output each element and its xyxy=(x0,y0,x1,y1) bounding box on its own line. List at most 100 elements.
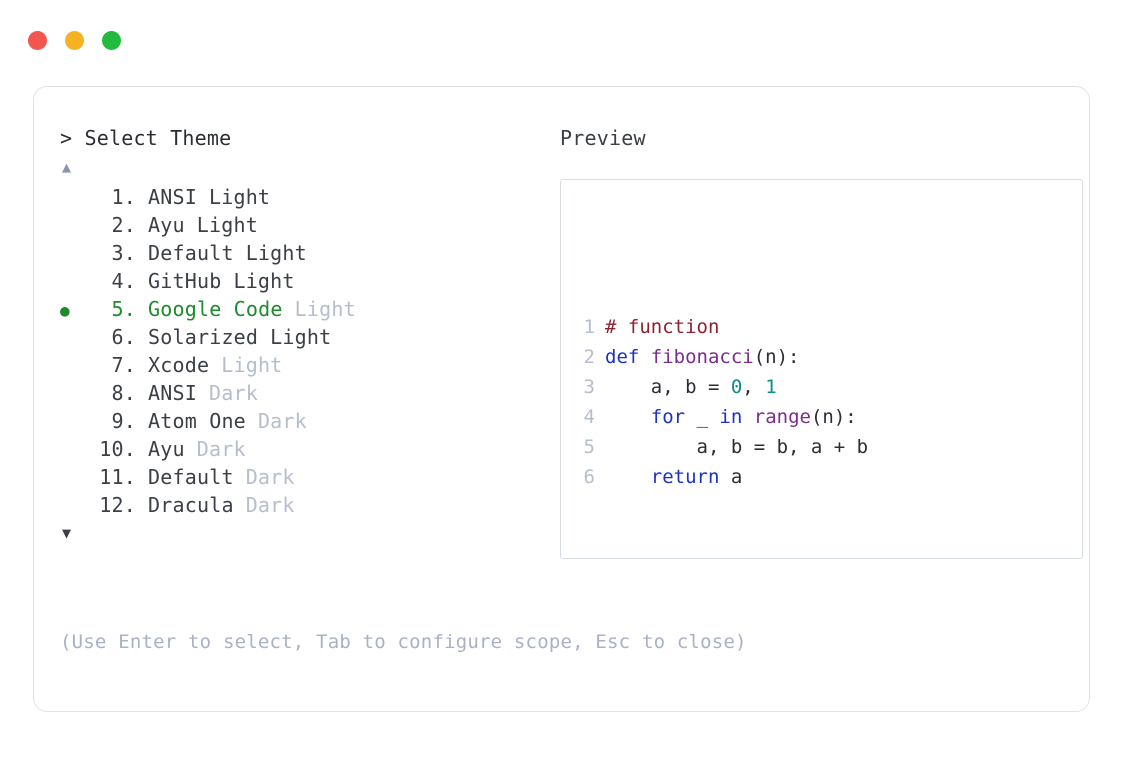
code-token-plain: a xyxy=(719,466,743,488)
theme-variant-label: Light xyxy=(221,353,283,377)
theme-name: Default xyxy=(148,465,234,489)
scroll-down-arrow-icon[interactable]: ▼ xyxy=(62,524,72,542)
theme-list-item[interactable]: 4. GitHub Light xyxy=(60,267,530,295)
theme-variant-label: Light xyxy=(208,185,271,209)
code-token-keyword: in xyxy=(719,406,743,428)
selected-bullet-icon: ● xyxy=(60,301,70,320)
code-line-number: 1 xyxy=(583,316,595,338)
code-token-plain: (n): xyxy=(753,346,800,368)
theme-name: GitHub xyxy=(148,269,222,293)
theme-index: 12. xyxy=(99,493,136,517)
diff-block: 1-print("Hello, " + name)1+print(f"Hello… xyxy=(561,516,1082,558)
theme-name: Ayu xyxy=(148,437,185,461)
code-token-func: range xyxy=(753,406,811,428)
code-spacer xyxy=(561,492,1082,516)
theme-index: 11. xyxy=(99,465,136,489)
theme-name: Solarized xyxy=(148,325,259,349)
code-token-keyword: return xyxy=(650,466,720,488)
code-line-text: return a xyxy=(605,462,743,492)
page-title: > Select Theme xyxy=(60,126,232,150)
theme-index: 5. xyxy=(111,297,136,321)
theme-variant-label: Light xyxy=(196,213,258,237)
close-window-button[interactable] xyxy=(28,31,47,50)
theme-variant-label: Dark xyxy=(245,465,295,489)
code-token-func: fibonacci xyxy=(650,346,754,368)
theme-variant-label: Light xyxy=(233,269,295,293)
theme-name: ANSI xyxy=(148,185,197,209)
minimize-window-button[interactable] xyxy=(65,31,84,50)
theme-list-item[interactable]: 8. ANSI Dark xyxy=(60,379,530,407)
code-token-plain xyxy=(639,346,650,368)
theme-index: 8. xyxy=(111,381,136,405)
code-line-number: 4 xyxy=(583,406,595,428)
theme-variant-label: Dark xyxy=(257,409,307,433)
code-token-plain xyxy=(742,406,753,428)
code-line: 4 for _ in range(n): xyxy=(573,402,1082,432)
theme-index: 9. xyxy=(111,409,136,433)
code-line-text: for _ in range(n): xyxy=(605,402,857,432)
code-token-plain: a, b = xyxy=(605,376,731,398)
theme-list-item[interactable]: 7. Xcode Light xyxy=(60,351,530,379)
theme-name: Google Code xyxy=(148,297,283,321)
window-titlebar xyxy=(28,31,121,50)
code-token-keyword: def xyxy=(605,346,640,368)
theme-variant-label: Light xyxy=(245,241,307,265)
theme-index: 6. xyxy=(111,325,136,349)
code-line-number: 6 xyxy=(583,466,595,488)
code-line: 1 # function xyxy=(573,312,1082,342)
theme-name: ANSI xyxy=(148,381,197,405)
theme-index: 3. xyxy=(111,241,136,265)
maximize-window-button[interactable] xyxy=(102,31,121,50)
theme-list-item[interactable]: 11. Default Dark xyxy=(60,463,530,491)
theme-variant-label: Dark xyxy=(196,437,246,461)
code-line-number: 5 xyxy=(583,436,595,458)
theme-index: 10. xyxy=(99,437,136,461)
code-token-plain: _ xyxy=(685,406,720,428)
code-token-keyword: for xyxy=(650,406,686,428)
theme-index: 1. xyxy=(111,185,136,209)
code-line-text: a, b = 0, 1 xyxy=(605,372,777,402)
code-line-text: def fibonacci(n): xyxy=(605,342,800,372)
code-line: 3 a, b = 0, 1 xyxy=(573,372,1082,402)
keyboard-hint: (Use Enter to select, Tab to configure s… xyxy=(60,631,747,653)
code-token-plain: , xyxy=(742,376,766,398)
code-token-plain: (n): xyxy=(810,406,857,428)
code-line-text: # function xyxy=(605,312,719,342)
theme-list-item[interactable]: 6. Solarized Light xyxy=(60,323,530,351)
code-token-plain: a, b = b, a + b xyxy=(605,436,869,458)
theme-index: 2. xyxy=(111,213,136,237)
theme-name: Default xyxy=(148,241,234,265)
theme-variant-label: Dark xyxy=(208,381,258,405)
theme-list-item[interactable]: 10. Ayu Dark xyxy=(60,435,530,463)
theme-variant-label: Light xyxy=(270,325,332,349)
theme-index: 4. xyxy=(111,269,136,293)
theme-variant-label: Dark xyxy=(245,493,295,517)
theme-list-item[interactable]: 3. Default Light xyxy=(60,239,530,267)
code-token-number: 0 xyxy=(730,376,743,398)
theme-index: 7. xyxy=(111,353,136,377)
code-token-plain xyxy=(605,466,651,488)
code-line-text: a, b = b, a + b xyxy=(605,432,869,462)
code-token-plain xyxy=(605,406,651,428)
theme-list-item[interactable]: ● 5. Google Code Light xyxy=(60,295,530,323)
theme-name: Atom One xyxy=(148,409,246,433)
theme-variant-label: Light xyxy=(294,297,356,321)
code-token-comment: # function xyxy=(605,316,720,338)
theme-list-item[interactable]: 1. ANSI Light xyxy=(60,183,530,211)
theme-name: Xcode xyxy=(148,353,210,377)
theme-list-item[interactable]: 9. Atom One Dark xyxy=(60,407,530,435)
theme-list-item[interactable]: 2. Ayu Light xyxy=(60,211,530,239)
code-line: 5 a, b = b, a + b xyxy=(573,432,1082,462)
code-token-number: 1 xyxy=(765,376,777,398)
theme-name: Ayu xyxy=(148,213,185,237)
scroll-up-arrow-icon[interactable]: ▲ xyxy=(62,158,72,176)
